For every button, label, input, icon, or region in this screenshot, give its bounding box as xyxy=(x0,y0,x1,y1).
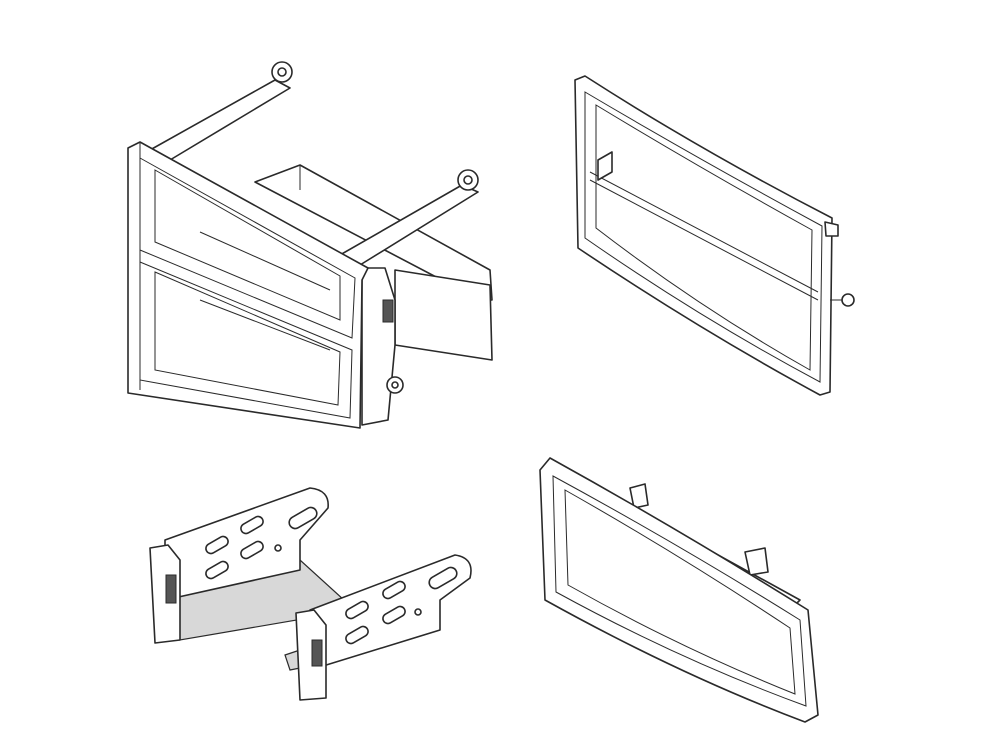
bracket-hole xyxy=(414,608,422,616)
bracket-end xyxy=(295,609,327,701)
pocket-rim xyxy=(552,475,807,707)
left-side-bracket xyxy=(149,487,357,644)
lower-shelf-line xyxy=(199,299,331,351)
side-brackets-pair xyxy=(149,487,472,701)
clip-tab xyxy=(597,151,613,181)
upper-opening-inner xyxy=(154,169,341,321)
bracket-slot xyxy=(240,515,264,535)
bracket-slot xyxy=(382,605,406,625)
bracket-slot xyxy=(382,580,406,600)
side-tab xyxy=(382,299,394,323)
lower-opening-inner xyxy=(154,271,341,406)
upper-ear-hole xyxy=(277,67,287,77)
bracket-slot xyxy=(428,566,458,590)
pocket-opening xyxy=(564,489,796,695)
bracket-slot xyxy=(345,625,369,645)
bracket-slot xyxy=(288,506,318,530)
bracket-slot xyxy=(345,600,369,620)
bezel-opening xyxy=(595,104,813,371)
top-tab xyxy=(629,483,649,509)
bezel-divider xyxy=(589,171,819,301)
upper-strap xyxy=(149,79,291,161)
bracket-slot xyxy=(240,540,264,560)
bracket-latch xyxy=(165,574,177,604)
side-ear-hole xyxy=(463,175,473,185)
right-side-bracket xyxy=(284,554,472,701)
single-din-pocket xyxy=(539,457,819,723)
bracket-slot xyxy=(205,560,229,580)
bezel-inner-rim xyxy=(584,91,823,383)
box-side xyxy=(394,269,493,361)
double-din-trim-bezel xyxy=(574,75,855,396)
mounting-bracket-cage xyxy=(127,61,493,429)
top-tab-2 xyxy=(744,547,769,576)
pocket-face xyxy=(539,457,819,723)
bracket-latch xyxy=(311,639,323,667)
cage-side-plate xyxy=(361,267,396,426)
bracket-hole xyxy=(274,544,282,552)
top-ear xyxy=(824,221,839,237)
side-ear xyxy=(841,293,855,307)
lower-ear-hole xyxy=(391,381,399,389)
upper-shelf-line xyxy=(199,231,331,291)
bracket-slot xyxy=(205,535,229,555)
bracket-end xyxy=(149,544,181,644)
bezel-outer xyxy=(574,75,833,396)
